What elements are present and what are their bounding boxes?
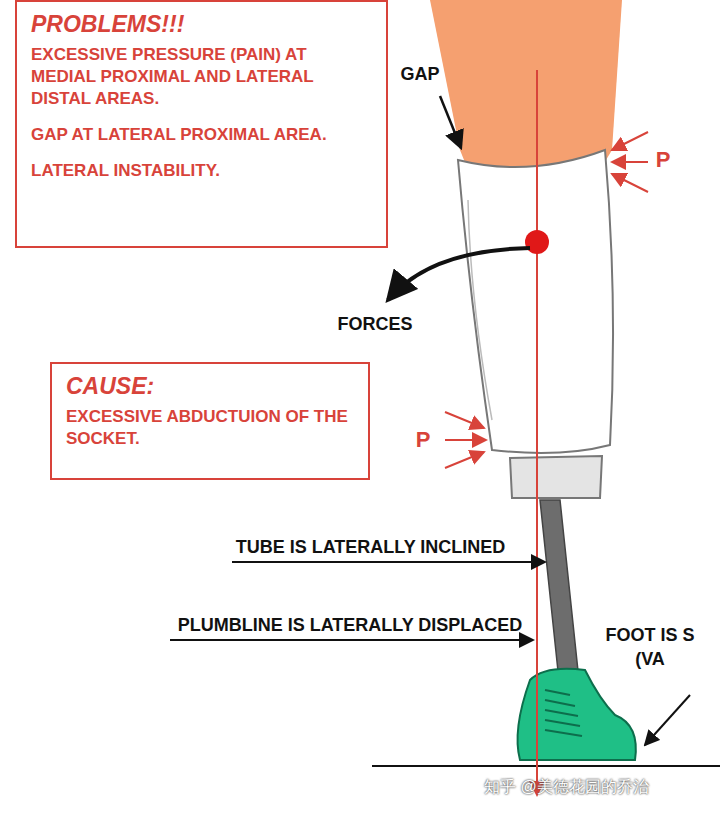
box-heading: PROBLEMS!!! [31,10,372,40]
box-text: GAP AT LATERAL PROXIMAL AREA. [31,124,372,146]
annotation-label: GAP [385,62,455,86]
annotation-label: FOOT IS S (VA [600,623,700,672]
residual-limb [430,0,622,170]
annotation-label: TUBE IS LATERALLY INCLINED [228,535,513,559]
pressure-label: P [408,425,438,455]
box-heading: CAUSE: [66,372,354,402]
force-point [525,230,549,254]
pylon-tube [540,500,580,690]
box-text: EXCESSIVE ABDUCTUION OF THE SOCKET. [66,406,354,450]
annotation-label: PLUMBLINE IS LATERALLY DISPLACED [175,613,525,637]
plumb-line [536,70,538,795]
pressure-label: P [648,145,678,175]
annotation-label: FORCES [310,312,440,336]
adapter [510,456,602,498]
socket [458,150,613,453]
watermark: 知乎 @美德花园的乔治 [484,776,714,798]
cause-box: CAUSE: EXCESSIVE ABDUCTUION OF THE SOCKET… [50,362,370,480]
box-text: LATERAL INSTABILITY. [31,160,372,182]
box-text: EXCESSIVE PRESSURE (PAIN) AT MEDIAL PROX… [31,44,372,110]
problems-box: PROBLEMS!!! EXCESSIVE PRESSURE (PAIN) AT … [15,0,388,248]
prosthetic-foot [518,669,636,760]
